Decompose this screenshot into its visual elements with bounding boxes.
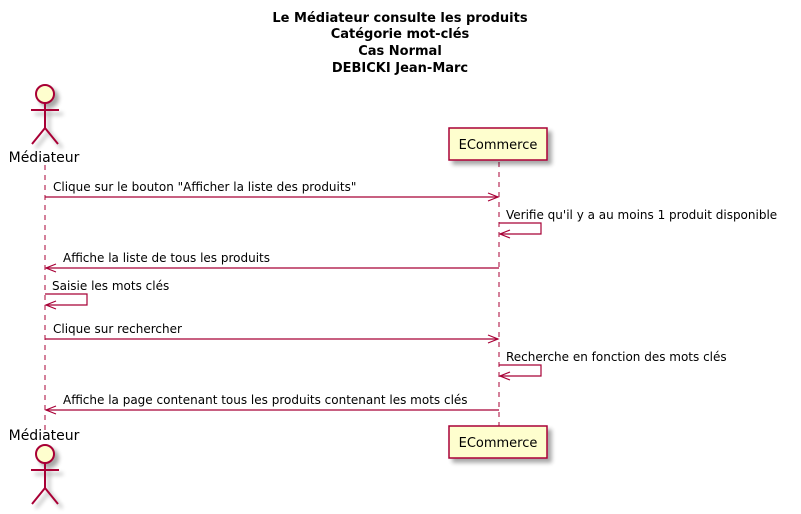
message-arrowhead bbox=[487, 192, 500, 202]
actor-leg-right bbox=[44, 487, 59, 505]
actor-head bbox=[35, 444, 55, 464]
message-arrowhead bbox=[487, 334, 500, 344]
title-line: DEBICKI Jean-Marc bbox=[332, 61, 468, 76]
message-arrowhead bbox=[498, 371, 511, 381]
actor-leg-left bbox=[31, 127, 46, 145]
messages-group: Clique sur le bouton "Afficher la liste … bbox=[44, 180, 777, 415]
message: Clique sur rechercher bbox=[45, 322, 500, 344]
actor-top bbox=[31, 84, 59, 145]
message-label: Clique sur le bouton "Afficher la liste … bbox=[53, 180, 356, 194]
message: Affiche la page contenant tous les produ… bbox=[44, 393, 499, 415]
title-line: Cas Normal bbox=[358, 44, 442, 59]
actor-leg-right bbox=[44, 127, 59, 145]
message-arrowhead bbox=[44, 300, 57, 310]
message-label: Clique sur rechercher bbox=[53, 322, 182, 336]
message-label: Affiche la page contenant tous les produ… bbox=[63, 393, 468, 407]
message-label: Saisie les mots clés bbox=[52, 279, 169, 293]
actor-leg-left bbox=[31, 487, 46, 505]
message: Affiche la liste de tous les produits bbox=[44, 251, 499, 273]
ecommerce-label-bottom: ECommerce bbox=[459, 436, 538, 451]
ecommerce-box-bottom bbox=[448, 425, 548, 459]
message-arrow-line bbox=[45, 293, 88, 306]
message-arrowhead bbox=[498, 229, 511, 239]
ecommerce-label-top: ECommerce bbox=[459, 138, 538, 153]
ecommerce-box-top bbox=[448, 127, 548, 161]
message-label: Affiche la liste de tous les produits bbox=[63, 251, 270, 265]
message: Clique sur le bouton "Afficher la liste … bbox=[45, 180, 500, 202]
message-label: Recherche en fonction des mots clés bbox=[506, 350, 727, 364]
actor-label-top: Médiateur bbox=[9, 150, 80, 166]
title-line: Catégorie mot-clés bbox=[331, 27, 470, 42]
message-arrow-line bbox=[499, 222, 542, 235]
message-label: Verifie qu'il y a au moins 1 produit dis… bbox=[506, 208, 777, 222]
message-arrowhead bbox=[44, 263, 57, 273]
message: Verifie qu'il y a au moins 1 produit dis… bbox=[498, 208, 777, 239]
message-arrowhead bbox=[44, 405, 57, 415]
actor-bottom bbox=[31, 444, 59, 505]
message: Saisie les mots clés bbox=[44, 279, 169, 310]
message: Recherche en fonction des mots clés bbox=[498, 350, 727, 381]
diagram-title: Le Médiateur consulte les produits Catég… bbox=[272, 11, 527, 76]
message-arrow-line bbox=[499, 364, 542, 377]
actor-label-bottom: Médiateur bbox=[9, 428, 80, 444]
title-line: Le Médiateur consulte les produits bbox=[272, 11, 527, 26]
actor-head bbox=[35, 84, 55, 104]
